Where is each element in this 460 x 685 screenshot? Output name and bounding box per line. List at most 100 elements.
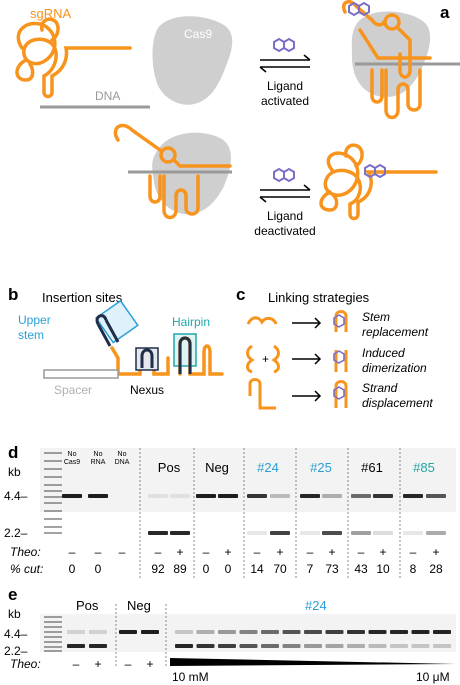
upper-stem-label-line2: stem xyxy=(18,328,44,342)
panel-d-letter: d xyxy=(8,443,18,462)
gel-e-band-upper xyxy=(411,630,430,634)
lane-label-no-dna-2: DNA xyxy=(115,459,130,466)
gel-e-band-lower xyxy=(347,644,365,648)
gel-d-ladder-band xyxy=(44,510,62,512)
row2-label-line2: dimerization xyxy=(362,361,427,375)
gel-e-band-lower xyxy=(239,644,258,648)
panel-e-pos-label: Pos xyxy=(76,598,99,613)
gel-e-band-upper xyxy=(175,630,193,634)
theo-value-d: – xyxy=(203,545,210,559)
theo-value-d: – xyxy=(119,545,126,559)
gel-e-ladder-band xyxy=(44,616,62,618)
stem-replacement-input xyxy=(246,316,278,325)
panel-e-letter: e xyxy=(8,585,17,604)
theo-value-d: – xyxy=(69,545,76,559)
gel-e-band-lower xyxy=(89,644,107,648)
theo-value-d: – xyxy=(307,545,314,559)
gel-e-band-upper xyxy=(239,630,258,634)
panel-d-size-lower: 2.2– xyxy=(4,526,28,540)
gel-e-ladder-band xyxy=(44,626,62,628)
arrow-row2 xyxy=(292,353,322,365)
gel-d-ladder-band xyxy=(44,496,62,498)
sgrna-label: sgRNA xyxy=(30,6,72,21)
cut-value-d: 10 xyxy=(376,562,390,576)
panel-e-neg-label: Neg xyxy=(127,598,151,613)
gel-e-ladder-band xyxy=(44,636,62,638)
lane-label-no-cas9-2: Cas9 xyxy=(64,459,80,466)
theo-row-e: –+–+ xyxy=(73,657,154,671)
gel-e-band-lower xyxy=(67,644,85,648)
gel-e-band-upper xyxy=(218,630,236,634)
gel-e-ladder-band xyxy=(44,646,62,648)
conc-low-label: 10 μM xyxy=(416,670,450,684)
gel-d-group-label: #85 xyxy=(413,460,435,475)
theo-value-d: + xyxy=(379,545,386,559)
row3-label-line1: Strand xyxy=(362,381,398,395)
gel-d-group-label: Pos xyxy=(158,460,181,475)
gel-d-band-lower xyxy=(170,531,190,535)
gel-d-ladder xyxy=(44,452,62,534)
cut-value-d: 0 xyxy=(225,562,232,576)
gel-d-band-upper xyxy=(351,494,371,498)
theo-value-d: + xyxy=(432,545,439,559)
cut-value-d: 28 xyxy=(429,562,443,576)
gel-d-ladder-band xyxy=(44,502,62,504)
theo-value-d: – xyxy=(358,545,365,559)
theo-row-d: ––––+–+–+–+–+–+ xyxy=(69,545,440,559)
arrow-row3 xyxy=(292,390,322,402)
panel-a-letter: a xyxy=(440,3,450,22)
sgrna-free-structure xyxy=(15,17,132,99)
gel-d-band-lower xyxy=(322,531,342,535)
ligand-molecule-top xyxy=(273,37,295,53)
theo-label-d: Theo: xyxy=(10,545,41,559)
cut-value-d: 89 xyxy=(173,562,187,576)
theo-value-d: – xyxy=(155,545,162,559)
induced-dimerization-output xyxy=(333,350,348,372)
gel-d-group-label: Neg xyxy=(205,460,229,475)
gel-e-band-upper xyxy=(196,630,215,634)
row2-label-line1: Induced xyxy=(362,346,405,360)
gel-d-band-lower xyxy=(300,531,320,535)
gel-d-group-label: #24 xyxy=(257,460,279,475)
gel-d-band-upper xyxy=(170,494,190,498)
lane-label-no-rna-2: RNA xyxy=(91,459,106,466)
arrow-row1 xyxy=(292,317,322,329)
panel-e-size-lower-tick: 2.2– xyxy=(4,644,28,658)
ligand-molecule-bottom xyxy=(273,167,295,183)
gel-e-ladder-band xyxy=(44,650,62,652)
gel-d-ladder-band xyxy=(44,518,62,520)
gel-d-band-upper xyxy=(218,494,238,498)
gel-e-band-upper xyxy=(119,630,137,634)
gel-e-band-lower xyxy=(411,644,430,648)
gel-d-band-lower xyxy=(270,531,290,535)
gel-d-band-upper xyxy=(322,494,342,498)
spacer-box xyxy=(43,369,119,379)
panel-d-kb-label: kb xyxy=(8,465,21,479)
gel-e-band-upper xyxy=(325,630,344,634)
cut-value-d: 43 xyxy=(354,562,368,576)
gel-d-band-upper xyxy=(300,494,320,498)
sgrna-bound-inactive xyxy=(113,123,232,220)
gel-e-band-lower xyxy=(218,644,236,648)
cas9-label: Cas9 xyxy=(184,27,212,41)
gel-e-band-lower xyxy=(325,644,344,648)
panel-c-letter: c xyxy=(236,285,245,304)
gel-d-ladder-band xyxy=(44,468,62,470)
gel-e-band-upper xyxy=(390,630,408,634)
gel-d-band-upper xyxy=(62,494,82,498)
deactivated-label-line1: Ligand xyxy=(267,209,303,223)
gel-e-band-lower xyxy=(304,644,322,648)
gel-d-ladder-band xyxy=(44,532,62,534)
gel-d-dividers xyxy=(139,448,401,580)
strand-displacement-input xyxy=(248,378,276,410)
cut-value-d: 70 xyxy=(273,562,287,576)
gel-d-band-upper xyxy=(426,494,446,498)
dimer-half-right xyxy=(271,344,280,374)
upper-stem-site xyxy=(94,299,139,347)
gel-d-band-lower xyxy=(373,531,393,535)
panel-e-kb-label: kb xyxy=(8,607,21,621)
sgrna-schematic xyxy=(110,336,224,376)
